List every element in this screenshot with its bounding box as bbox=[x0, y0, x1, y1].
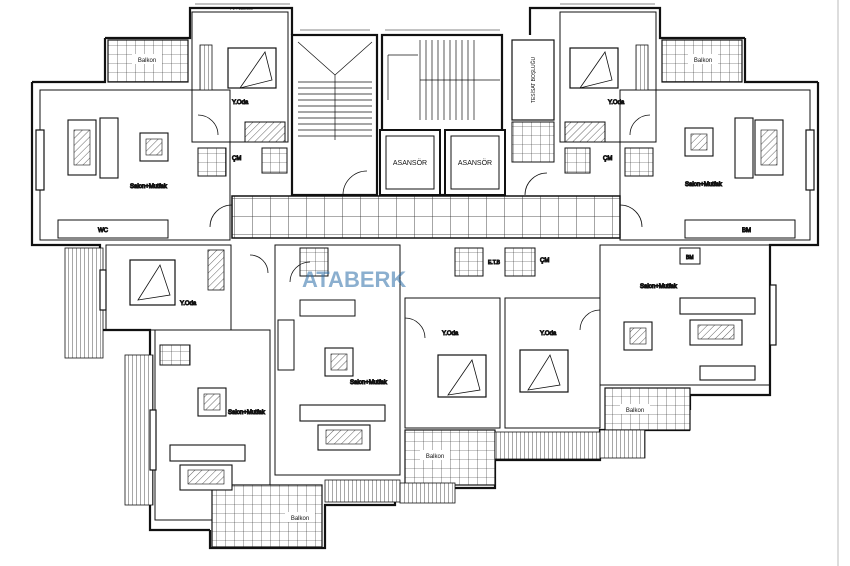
kitchens: WC BM BM bbox=[57, 219, 796, 371]
living-label-2: Salon+Mutfak bbox=[685, 182, 723, 188]
living-label-4: Salon+Mutfak bbox=[350, 380, 388, 386]
closet-label-2: BM bbox=[686, 255, 694, 261]
bedroom-label-5: Y.Oda bbox=[540, 331, 557, 337]
elevator-label-2: ASANSÖR bbox=[458, 159, 492, 167]
shaft-label: TESİSAT BOŞLUĞU bbox=[530, 57, 537, 104]
balcony-label-2: Balkon bbox=[694, 58, 712, 64]
door-swings bbox=[197, 114, 651, 339]
bedrooms: Y.Oda Y.Oda Y.Oda Y.Oda Y.Oda bbox=[129, 44, 649, 398]
etb-label: E.T.B bbox=[488, 260, 501, 266]
balcony-label-3: Balkon bbox=[426, 454, 444, 460]
dimension-lines bbox=[195, 3, 655, 31]
balconies: Balkon Balkon Balkon Balkon Balkon bbox=[107, 39, 743, 548]
bedroom-label-4: Y.Oda bbox=[442, 331, 459, 337]
wc-label: WC bbox=[98, 228, 109, 234]
bedroom-label-2: Y.Oda bbox=[608, 100, 625, 106]
terrace-stripes bbox=[64, 247, 646, 506]
balcony-label-5: Balkon bbox=[291, 516, 309, 522]
balcony-label-1: Balkon bbox=[138, 58, 156, 64]
living-label-3: Salon+Mutfak bbox=[228, 410, 266, 416]
windows bbox=[35, 129, 815, 471]
bath-label-1: ÇM bbox=[232, 156, 241, 162]
balcony-label-4: Balkon bbox=[626, 408, 644, 414]
watermark: ATABERK bbox=[302, 267, 406, 292]
living-rooms: Salon+Mutfak Salon+Mutfak Salon+Mutfak S… bbox=[67, 117, 784, 491]
closet-label-1: BM bbox=[742, 228, 751, 234]
wet-areas: ÇM ÇM ÇM E.T.B bbox=[159, 121, 654, 366]
bedroom-label-3: Y.Oda bbox=[180, 301, 197, 307]
dimension-sample: P1 - 180/300 bbox=[230, 6, 254, 11]
living-label-5: Salon+Mutfak bbox=[640, 284, 678, 290]
bedroom-label-1: Y.Oda bbox=[232, 100, 249, 106]
corridor bbox=[231, 195, 621, 239]
bath-label-2: ÇM bbox=[603, 156, 612, 162]
bath-label-3: ÇM bbox=[540, 258, 549, 264]
stair-core: TESİSAT BOŞLUĞU ASANSÖR ASANSÖR bbox=[290, 33, 555, 197]
elevator-label-1: ASANSÖR bbox=[393, 159, 427, 167]
living-label-1: Salon+Mutfak bbox=[130, 184, 168, 190]
